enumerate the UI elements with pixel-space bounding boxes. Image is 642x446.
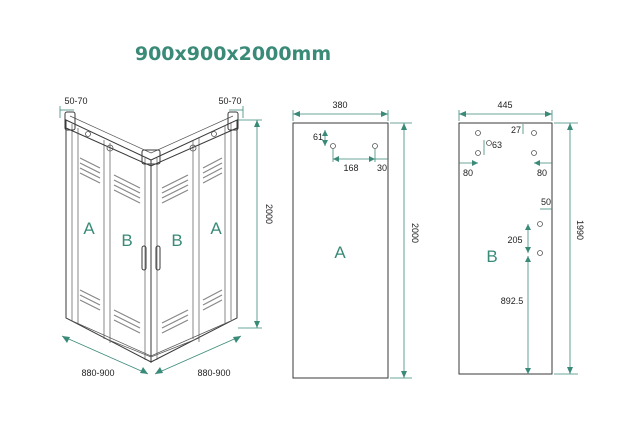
panel-b-outline bbox=[458, 122, 553, 375]
panel-b-dim-27: 27 bbox=[511, 125, 521, 135]
hole-icon bbox=[531, 150, 537, 156]
panel-label-right-door: B bbox=[171, 231, 182, 250]
roller-icon bbox=[106, 144, 114, 152]
roller-icon bbox=[85, 131, 91, 137]
left-base-width: 880-900 bbox=[81, 368, 114, 378]
panel-b-height: 1990 bbox=[575, 220, 585, 240]
enclosure-height: 2000 bbox=[264, 204, 274, 224]
panel-label-right-fixed: A bbox=[210, 219, 222, 238]
panel-b-drawing: 445 1990 27 63 80 80 50 205 bbox=[458, 100, 585, 375]
enclosure-drawing: A B B A 50-70 50-70 2000 880-900 880-900 bbox=[59, 96, 274, 378]
top-right-bracket bbox=[227, 111, 239, 131]
panel-b-width: 445 bbox=[497, 100, 512, 110]
panel-a-width: 380 bbox=[332, 100, 347, 110]
glass-pattern bbox=[79, 157, 223, 334]
panel-b-dim-205: 205 bbox=[507, 235, 522, 245]
panel-a-label: A bbox=[334, 243, 346, 262]
panel-a-hole-edge: 30 bbox=[377, 163, 387, 173]
panel-a-drawing: 380 2000 61 168 30 A bbox=[292, 100, 420, 379]
drawing-title: 900x900x2000mm bbox=[135, 43, 331, 65]
panel-b-dim-80-right: 80 bbox=[537, 168, 547, 178]
panel-label-left-fixed: A bbox=[83, 219, 95, 238]
right-top-adjust: 50-70 bbox=[218, 96, 241, 106]
hole-icon bbox=[537, 221, 543, 227]
hole-icon bbox=[475, 150, 481, 156]
right-side-outline bbox=[150, 119, 238, 363]
hole-icon bbox=[486, 140, 492, 146]
top-left-bracket bbox=[64, 111, 76, 131]
panel-b-dim-50: 50 bbox=[541, 197, 551, 207]
corner-bracket bbox=[141, 149, 161, 165]
right-handle bbox=[155, 245, 161, 271]
left-side-outline bbox=[65, 119, 152, 363]
panel-a-hole-top: 61 bbox=[313, 132, 323, 142]
hole-icon bbox=[531, 130, 537, 136]
roller-icon bbox=[189, 144, 197, 152]
hole-icon bbox=[330, 143, 336, 149]
right-base-width: 880-900 bbox=[197, 368, 230, 378]
hole-icon bbox=[537, 250, 543, 256]
roller-icon bbox=[211, 131, 217, 137]
left-top-adjust: 50-70 bbox=[64, 96, 87, 106]
panel-b-dim-63: 63 bbox=[492, 140, 502, 150]
panel-a-outline bbox=[292, 122, 389, 379]
left-handle bbox=[141, 245, 147, 271]
panel-b-dim-892: 892.5 bbox=[501, 296, 524, 306]
panel-b-label: B bbox=[486, 247, 497, 266]
hole-icon bbox=[475, 130, 481, 136]
hole-icon bbox=[372, 143, 378, 149]
panel-a-height: 2000 bbox=[410, 223, 420, 243]
panel-b-dim-80-left: 80 bbox=[463, 168, 473, 178]
panel-a-hole-spacing: 168 bbox=[343, 163, 358, 173]
panel-label-left-door: B bbox=[121, 231, 132, 250]
